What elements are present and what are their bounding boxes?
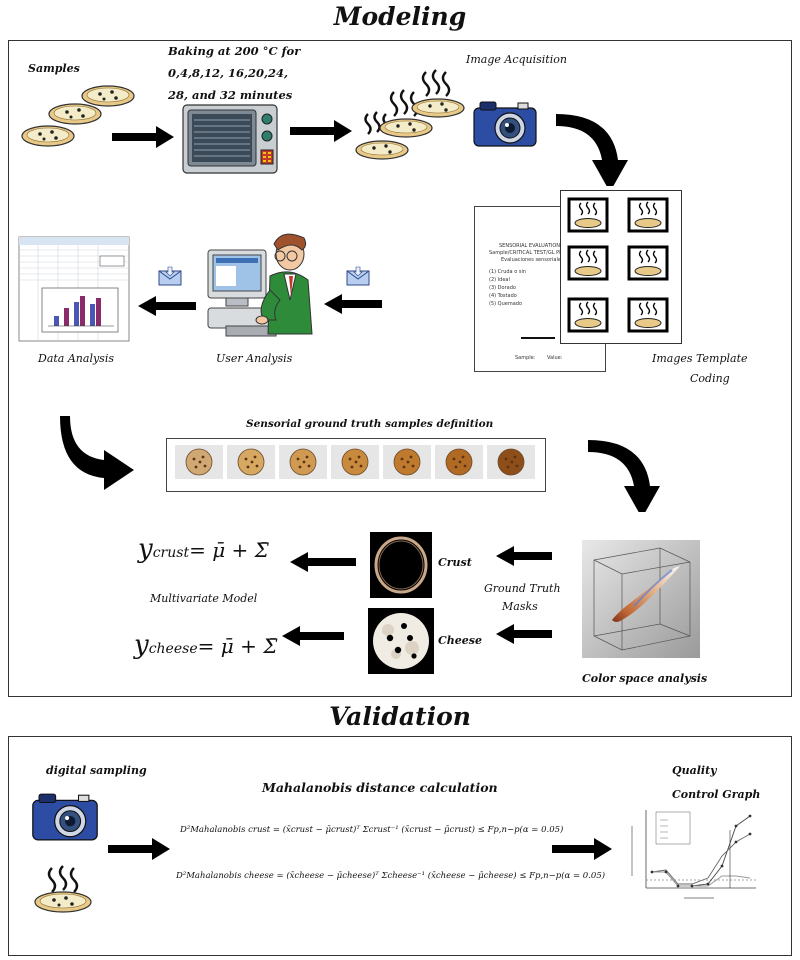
strip-sample-photo [175, 445, 223, 479]
curved-arrow-3 [588, 440, 660, 512]
doc-footer-left: Sample: [515, 355, 536, 361]
doc-heading1: SENSORIAL EVALUATION [499, 243, 561, 249]
sensorial-label: Sensorial ground truth samples definitio… [246, 418, 494, 430]
digital-sampling-label: digital sampling [46, 764, 147, 777]
strip-sample-photo [227, 445, 275, 479]
y-crust-formula: ycrust= μ̄ + Σ̄ [138, 534, 269, 564]
doc-footer-right: Value: [547, 355, 563, 361]
arrow-left-3 [496, 546, 552, 566]
baking-label-line2: 0,4,8,12, 16,20,24, [168, 66, 289, 80]
doc-option-4: (4) Tostado [489, 293, 517, 299]
oven-icon [182, 104, 278, 174]
y-crust-y: y [138, 534, 153, 564]
camera-icon [473, 101, 537, 147]
strip-sample-photo [331, 445, 379, 479]
y-crust-sub: crust [152, 545, 190, 561]
doc-heading2: Sample/CRITICAL TEST/GL PIZZA [489, 250, 571, 256]
samples-label: Samples [28, 62, 80, 75]
envelope-icon [346, 266, 370, 286]
arrow-right-1 [112, 126, 174, 148]
quality-label-line2: Control Graph [672, 788, 761, 801]
mahalanobis-eq-crust: D²Mahalanobis crust = (x̄crust − μ̄crust… [180, 825, 564, 835]
pizza-icon [48, 103, 102, 125]
y-cheese-formula: ycheese= μ̄ + Σ̄ [134, 630, 277, 660]
pizza-icon [379, 118, 433, 138]
gt-masks-label-line2: Masks [502, 600, 538, 613]
pizza-icon [81, 85, 135, 107]
quality-label-line1: Quality [672, 764, 717, 777]
arrow-left-1 [138, 296, 196, 316]
doc-option-1: (1) Cruda o sin [489, 269, 527, 275]
images-template-doc [560, 190, 682, 344]
arrow-right-4 [552, 838, 612, 860]
arrow-right-3 [108, 838, 170, 860]
doc-signature-line [521, 337, 555, 339]
crust-label: Crust [438, 556, 472, 569]
strip-sample-photo [383, 445, 431, 479]
doc-option-3: (3) Dorado [489, 285, 516, 291]
color-space-plot [582, 540, 700, 658]
data-analysis-label: Data Analysis [38, 352, 114, 365]
strip-sample-photo [279, 445, 327, 479]
pizza-icon [21, 125, 75, 147]
arrow-right-2 [290, 120, 352, 142]
arrow-left-5 [290, 552, 356, 572]
gt-masks-label-line1: Ground Truth [484, 582, 561, 595]
quality-control-graph [624, 806, 760, 910]
arrow-left-4 [496, 624, 552, 644]
doc-heading3: Evaluaciones sensoriales [501, 257, 564, 263]
strip-sample-photo [487, 445, 535, 479]
doc-option-5: (5) Quemado [489, 301, 523, 307]
sensorial-strip [166, 438, 546, 492]
modeling-title: Modeling [333, 2, 467, 31]
baking-label-line3: 28, and 32 minutes [168, 88, 293, 102]
multivariate-label: Multivariate Model [150, 592, 258, 605]
color-space-label: Color space analysis [582, 672, 708, 685]
mahalanobis-eq-cheese: D²Mahalanobis cheese = (x̄cheese − μ̄che… [176, 871, 606, 881]
y-cheese-rhs: = μ̄ + Σ̄ [197, 634, 278, 658]
cheese-label: Cheese [438, 634, 482, 647]
pizza-icon [34, 865, 92, 913]
arrow-left-6 [282, 626, 344, 646]
images-template-label-line2: Coding [690, 372, 730, 385]
images-template-label-line1: Images Template [652, 352, 748, 365]
camera-icon [32, 793, 98, 841]
cheese-mask-image [368, 608, 434, 674]
crust-mask-image [370, 532, 432, 598]
baking-label-line1: Baking at 200 °C for [168, 44, 301, 58]
validation-title: Validation [329, 702, 471, 731]
y-cheese-y: y [134, 630, 149, 660]
curved-arrow-2 [60, 416, 134, 490]
pizza-icon [411, 98, 465, 118]
doc-option-2: (2) Ideal [489, 277, 510, 283]
strip-sample-photo [435, 445, 483, 479]
spreadsheet-icon [18, 236, 130, 342]
person-computer-icon [207, 233, 313, 337]
pizza-icon [355, 140, 409, 160]
user-analysis-label: User Analysis [216, 352, 293, 365]
baked-pizzas [355, 69, 465, 160]
arrow-left-2 [324, 294, 382, 314]
envelope-icon [158, 266, 182, 286]
y-cheese-sub: cheese [148, 641, 198, 657]
curved-arrow-1 [556, 114, 628, 186]
image-acquisition-label: Image Acquisition [466, 53, 567, 66]
mahalanobis-title: Mahalanobis distance calculation [262, 780, 498, 795]
y-crust-rhs: = μ̄ + Σ̄ [189, 538, 269, 562]
samples-pizzas [21, 85, 135, 147]
